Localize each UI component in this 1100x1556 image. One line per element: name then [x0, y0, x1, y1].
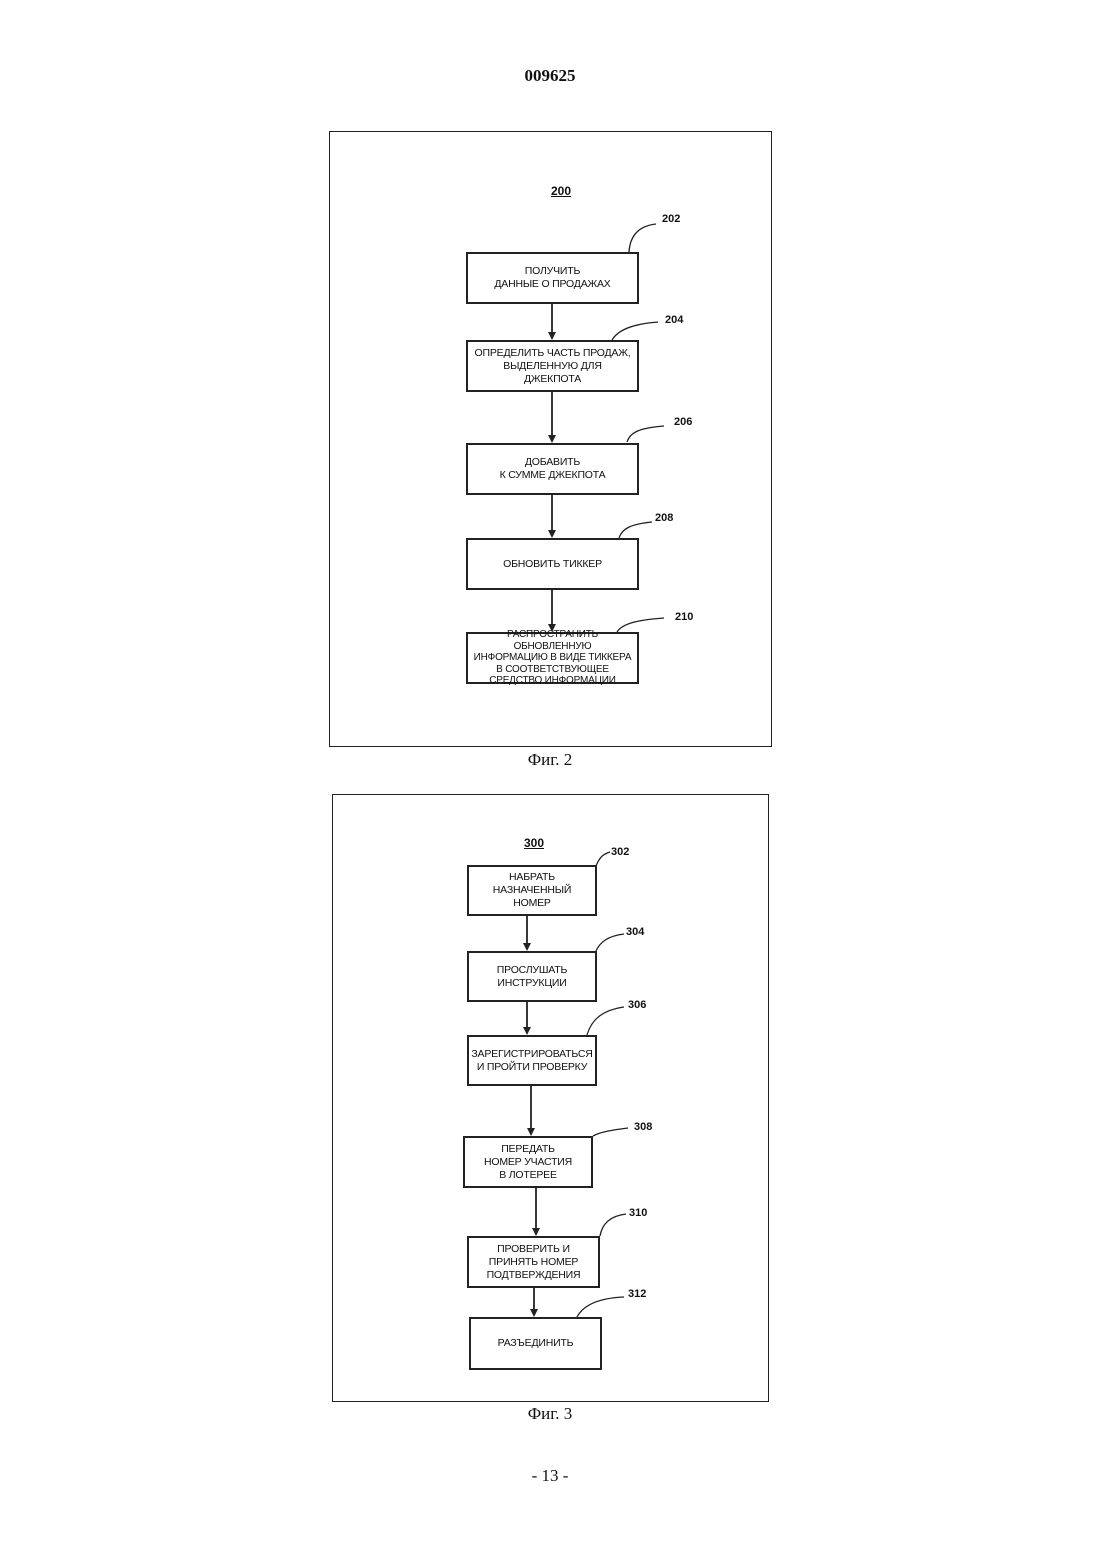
- leader-310: [600, 1214, 626, 1236]
- leader-202: [629, 224, 656, 252]
- leader-210: [617, 618, 664, 632]
- leader-302: [596, 852, 610, 866]
- leader-312: [577, 1297, 624, 1317]
- leader-304: [596, 934, 624, 951]
- leader-204: [612, 322, 658, 340]
- leader-308: [593, 1128, 628, 1136]
- leader-208: [619, 522, 652, 538]
- leader-206: [627, 426, 664, 442]
- leader-306: [587, 1007, 624, 1035]
